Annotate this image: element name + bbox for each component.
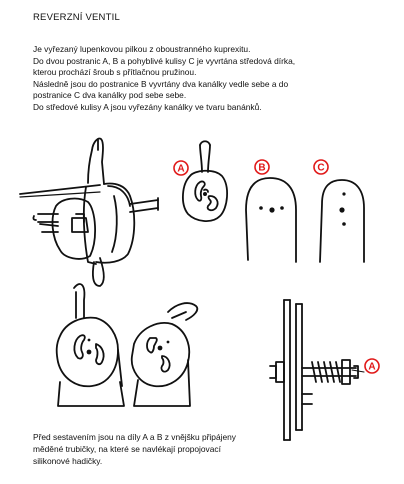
intro-line: Do středové kulisy A jsou vyřezány kanál… xyxy=(33,101,262,112)
page-title: REVERZNÍ VENTIL xyxy=(33,12,120,23)
footer-line: měděné trubičky, na které se navlékají p… xyxy=(33,443,221,454)
intro-text: Je vyřezaný lupenkovou pilkou z oboustra… xyxy=(33,44,393,114)
intro-line: postranice C dva kanálky pod sebe sebe. xyxy=(33,90,187,101)
label-a-top-text: A xyxy=(177,164,184,175)
assembled-valve xyxy=(19,137,159,287)
footer-line: silikonové hadičky. xyxy=(33,455,103,466)
side-view-assembly xyxy=(269,299,359,441)
label-c: C xyxy=(313,159,329,175)
label-b-text: B xyxy=(258,163,265,174)
intro-line: Do dvou postranic A, B a pohyblivé kulis… xyxy=(33,55,296,66)
label-a-side-text: A xyxy=(368,362,375,373)
part-c-drawing xyxy=(319,179,365,263)
part-b-drawing xyxy=(245,177,297,263)
intro-line: Následně jsou do postranice B vyvrtány d… xyxy=(33,78,289,89)
intro-line: Je vyřezaný lupenkovou pilkou z oboustra… xyxy=(33,44,251,54)
footer-line: Před sestavením jsou na díly A a B z vně… xyxy=(33,432,236,442)
part-a-drawing xyxy=(182,140,228,222)
intro-line: kterou prochází šroub s přítlačnou pruži… xyxy=(33,67,197,78)
label-c-text: C xyxy=(317,163,324,174)
part-a-position-1 xyxy=(55,283,125,407)
footer-text: Před sestavením jsou na díly A a B z vně… xyxy=(33,432,333,467)
part-a-position-2 xyxy=(130,302,199,407)
label-a-top: A xyxy=(173,160,189,176)
label-b: B xyxy=(254,159,270,175)
label-a-side: A xyxy=(351,358,380,374)
